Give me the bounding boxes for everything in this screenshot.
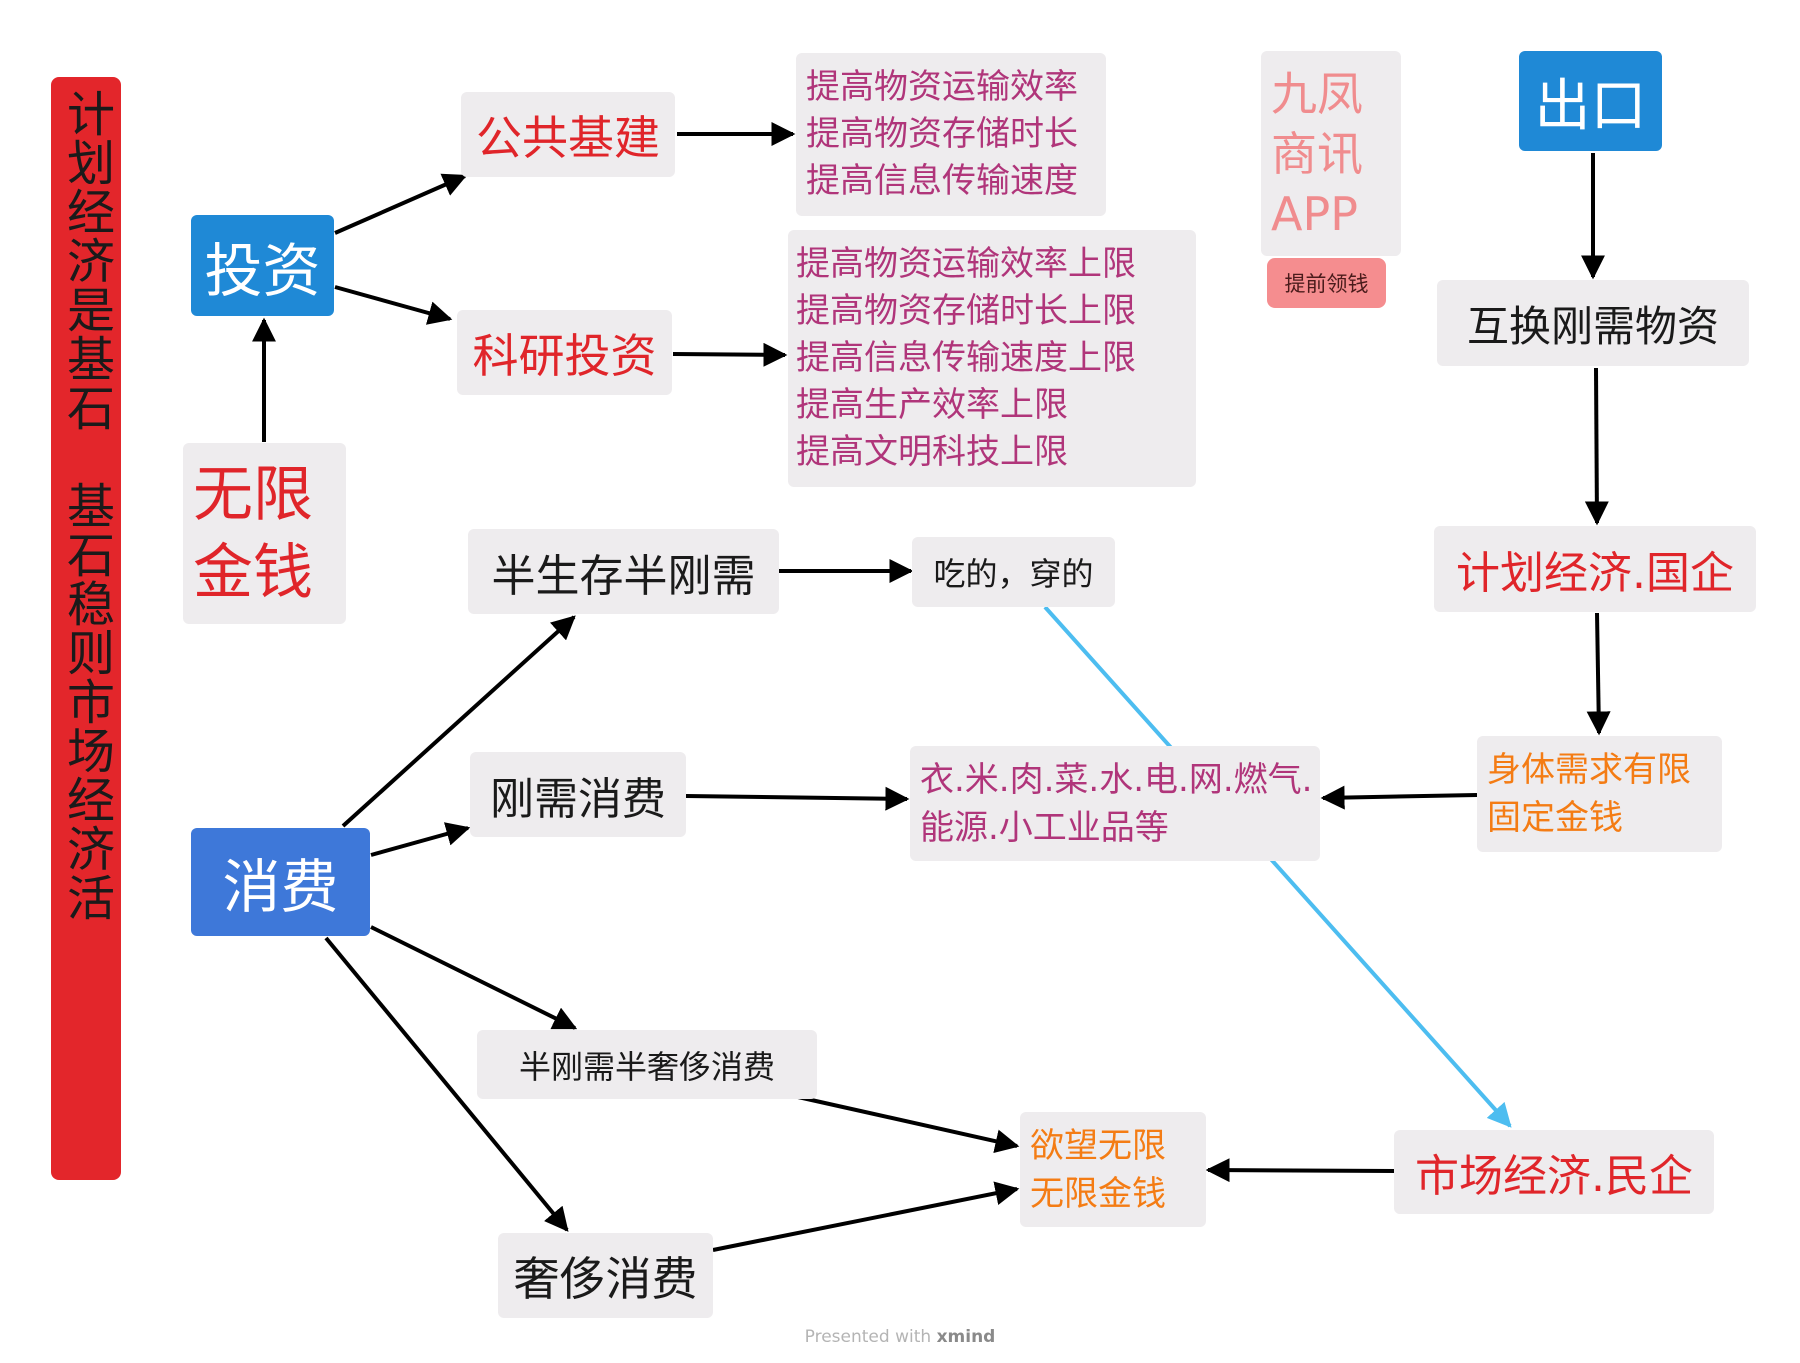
- edge-consumption-to-rigid: [370, 822, 471, 857]
- footer-prefix: Presented with: [804, 1327, 937, 1347]
- edge-invest-to-research: [334, 285, 453, 325]
- edge-consumption-to-semi-luxury: [370, 925, 578, 1030]
- edge-research-to-effects: [672, 342, 788, 367]
- semi-survival-label: 半生存半刚需: [491, 550, 756, 602]
- node-planned-soe: 计划经济.国企: [1434, 526, 1756, 612]
- research-effects-label: 提高物资运输效率上限 提高物资存储时长上限 提高信息传输速度上限 提高生产效率上…: [796, 244, 1136, 472]
- node-rigid-items: 衣.米.肉.菜.水.电.网.燃气. 能源.小工业品等: [910, 746, 1320, 861]
- consumption-label: 消费: [222, 853, 339, 921]
- invest-label: 投资: [204, 236, 321, 305]
- node-exchange: 互换刚需物资: [1437, 280, 1749, 366]
- public-infra-label: 公共基建: [476, 110, 660, 165]
- node-market-private: 市场经济.民企: [1394, 1130, 1714, 1214]
- edge-body-limited-to-rigid-items: [1320, 785, 1478, 810]
- planned-soe-label: 计划经济.国企: [1456, 548, 1734, 599]
- edge-soe-to-body-limited: [1586, 612, 1611, 736]
- edge-exchange-to-soe: [1584, 367, 1609, 526]
- node-rigid-consumption: 刚需消费: [470, 752, 686, 837]
- node-public-infra: 公共基建: [461, 92, 675, 177]
- edge-rigid-to-items: [685, 786, 910, 811]
- edge-invest-to-public-infra: [334, 173, 468, 235]
- semi-luxury-label: 半刚需半奢侈消费: [518, 1047, 775, 1086]
- export-label: 出口: [1534, 73, 1647, 139]
- edge-consumption-to-luxury: [324, 936, 569, 1232]
- node-consumption: 消费: [191, 828, 370, 936]
- exchange-label: 互换刚需物资: [1466, 301, 1719, 351]
- node-luxury: 奢侈消费: [498, 1233, 713, 1318]
- market-private-label: 市场经济.民企: [1415, 1151, 1693, 1202]
- node-invest: 投资: [191, 215, 334, 316]
- edge-luxury-to-desire: [712, 1181, 1020, 1252]
- node-public-infra-effects: 提高物资运输效率 提高物资存储时长 提高信息传输速度: [796, 53, 1106, 216]
- plan-economy-banner-text: 计划经济是基石 基石稳则市场经济活: [58, 89, 114, 922]
- infinite-money-label: 无限 金钱: [193, 459, 313, 608]
- luxury-label: 奢侈消费: [513, 1251, 698, 1306]
- footer-brand: xmind: [936, 1327, 996, 1347]
- node-desire: 欲望无限 无限金钱: [1020, 1112, 1206, 1227]
- brand-badge[interactable]: 提前领钱: [1267, 258, 1386, 308]
- research-invest-label: 科研投资: [472, 328, 657, 383]
- edge-consumption-to-semi-survival: [341, 615, 576, 828]
- body-limited-label: 身体需求有限 固定金钱: [1487, 750, 1691, 838]
- edge-eat-wear-to-market: [1043, 605, 1512, 1128]
- rigid-items-label: 衣.米.肉.菜.水.电.网.燃气. 能源.小工业品等: [920, 759, 1313, 848]
- presented-with-footer: Presented with xmind: [0, 1327, 1800, 1347]
- edge-market-to-desire: [1205, 1158, 1396, 1183]
- eat-wear-label: 吃的，穿的: [933, 555, 1094, 593]
- node-export: 出口: [1519, 51, 1662, 151]
- node-brand: 九凤 商讯 APP: [1261, 51, 1401, 256]
- public-infra-effects-label: 提高物资运输效率 提高物资存储时长 提高信息传输速度: [806, 67, 1078, 201]
- node-body-limited: 身体需求有限 固定金钱: [1477, 736, 1722, 852]
- node-semi-luxury: 半刚需半奢侈消费: [477, 1030, 817, 1099]
- node-research-invest: 科研投资: [457, 310, 672, 395]
- edge-semi-luxury-to-desire: [797, 1095, 1020, 1153]
- brand-label: 九凤 商讯 APP: [1271, 66, 1363, 241]
- node-eat-wear: 吃的，穿的: [912, 537, 1115, 607]
- desire-label: 欲望无限 无限金钱: [1030, 1125, 1166, 1214]
- rigid-consumption-label: 刚需消费: [490, 773, 666, 825]
- plan-economy-banner: 计划经济是基石 基石稳则市场经济活: [51, 77, 121, 1180]
- brand-badge-label: 提前领钱: [1284, 272, 1369, 296]
- node-research-effects: 提高物资运输效率上限 提高物资存储时长上限 提高信息传输速度上限 提高生产效率上…: [788, 230, 1196, 487]
- node-semi-survival: 半生存半刚需: [468, 529, 779, 614]
- node-infinite-money: 无限 金钱: [183, 443, 346, 624]
